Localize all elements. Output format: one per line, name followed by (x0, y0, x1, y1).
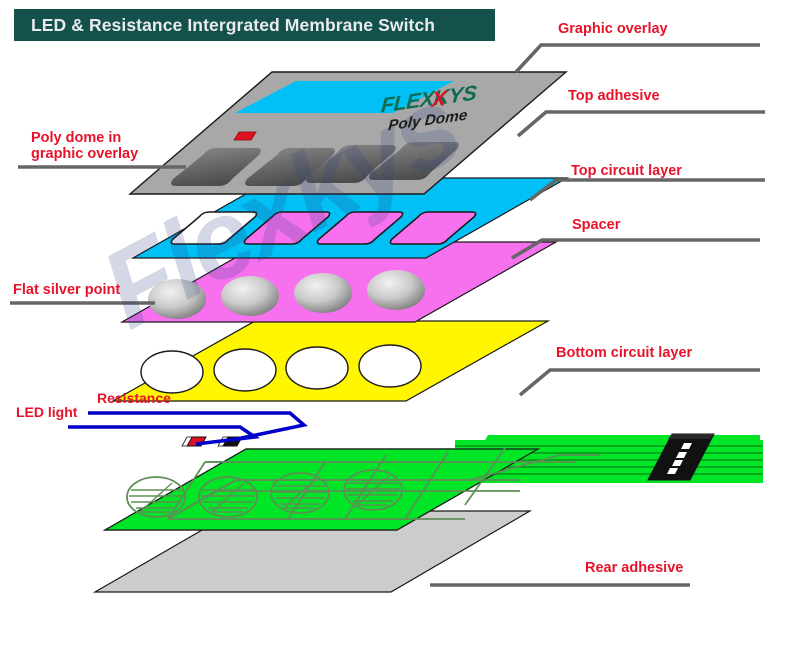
led-light-pointer (68, 425, 260, 446)
connector-pads (667, 443, 692, 474)
label-flat-silver-point: Flat silver point (13, 282, 121, 298)
layer-bottom-circuit (102, 433, 763, 531)
layer-rear-adhesive (92, 510, 533, 593)
label-top-circuit-layer: Top circuit layer (571, 163, 682, 179)
layer-spacer (110, 320, 551, 402)
led-indicator (233, 131, 257, 141)
layer-graphic-overlay (128, 71, 568, 195)
leader-lines (10, 43, 765, 587)
label-led-light: LED light (16, 404, 78, 420)
leader-top-adhesive (516, 110, 765, 138)
page-title: LED & Resistance Intergrated Membrane Sw… (31, 14, 436, 35)
tail-connector (647, 433, 715, 481)
label-top-adhesive: Top adhesive (568, 88, 660, 104)
label-poly-dome-in-graphic-overlay: Poly dome in graphic overlay (31, 130, 139, 162)
resistance-pointer (88, 411, 308, 442)
adhesive-cutouts (170, 211, 477, 245)
label-spacer: Spacer (572, 217, 621, 233)
leader-top-circuit-layer (528, 178, 765, 202)
silver-domes (148, 270, 425, 319)
component-pointers (68, 411, 308, 446)
label-rear-adhesive: Rear adhesive (585, 560, 684, 576)
bottom-circuit-traces (167, 447, 600, 520)
leader-bottom-circuit-layer (518, 368, 760, 397)
spacer-holes (140, 344, 422, 394)
label-resistance: Resistance (97, 390, 171, 406)
leader-graphic-overlay (514, 43, 760, 74)
layer-top-circuit (119, 241, 559, 323)
title-banner: LED & Resistance Intergrated Membrane Sw… (14, 9, 495, 41)
label-bottom-circuit-layer: Bottom circuit layer (556, 345, 693, 361)
label-graphic-overlay: Graphic overlay (558, 21, 668, 37)
display-window (235, 81, 454, 113)
leader-spacer (511, 238, 760, 260)
bottom-contact-pads (126, 469, 403, 518)
layer-top-adhesive (130, 177, 570, 259)
overlay-keys (171, 142, 459, 186)
